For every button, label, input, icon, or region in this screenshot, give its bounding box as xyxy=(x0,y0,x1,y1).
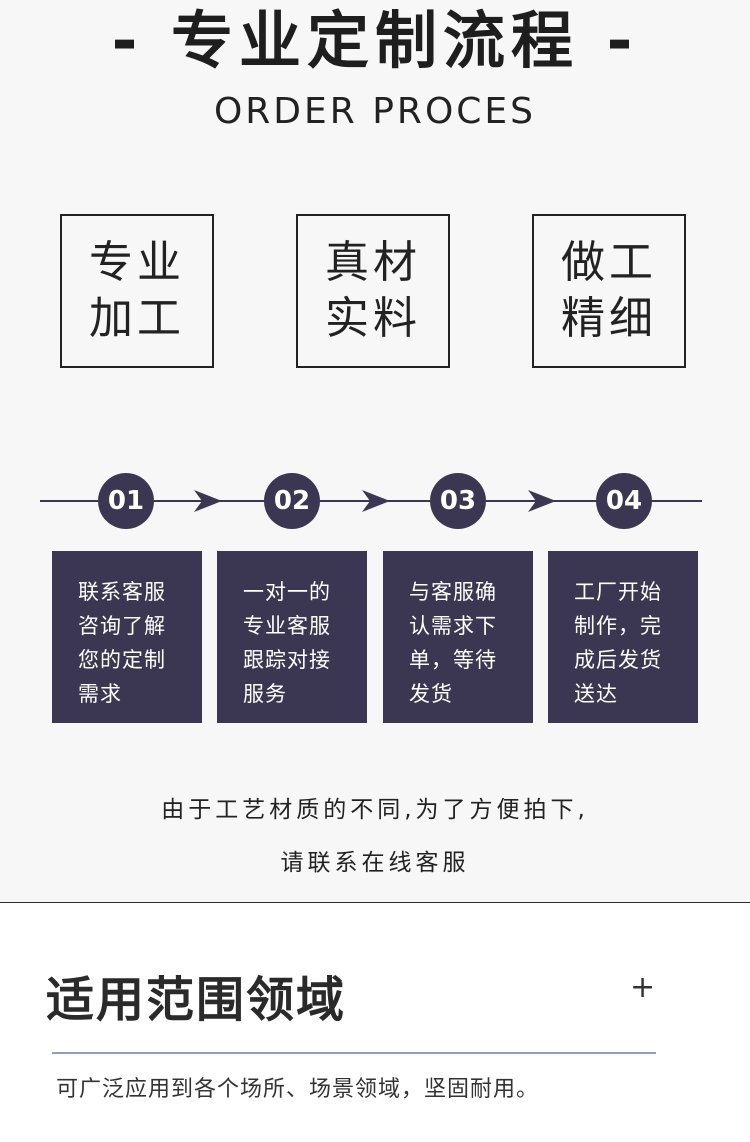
section-description: 可广泛应用到各个场所、场景领域，坚固耐用。 xyxy=(56,1077,540,1102)
section-title: 适用范围领域 xyxy=(46,972,347,1028)
arrow-right-icon xyxy=(362,490,390,512)
feature-line: 加工 xyxy=(89,293,185,344)
step-text: 跟踪对接 xyxy=(243,648,331,672)
step-card-4: 工厂开始 制作，完 成后发货 送达 xyxy=(548,551,698,723)
step-text: 咨询了解 xyxy=(78,614,166,638)
process-panel xyxy=(0,0,750,902)
step-text: 与客服确 xyxy=(409,580,497,604)
step-text: 专业客服 xyxy=(243,614,331,638)
feature-line: 做工 xyxy=(561,237,657,288)
step-text: 服务 xyxy=(243,682,287,706)
step-text: 您的定制 xyxy=(78,648,166,672)
page-subtitle: ORDER PROCES xyxy=(213,91,537,132)
arrow-right-icon xyxy=(194,490,222,512)
feature-box-craftsmanship: 做工 精细 xyxy=(532,214,686,368)
step-text: 认需求下 xyxy=(409,614,497,638)
scope-panel xyxy=(0,902,750,1142)
step-text: 制作，完 xyxy=(574,614,662,638)
step-card-2: 一对一的 专业客服 跟踪对接 服务 xyxy=(217,551,367,723)
expand-plus-icon[interactable]: + xyxy=(630,970,656,1005)
feature-line: 真材 xyxy=(325,237,421,288)
feature-line: 实料 xyxy=(325,293,421,344)
arrow-right-icon xyxy=(528,490,556,512)
step-text: 工厂开始 xyxy=(574,580,662,604)
step-card-1: 联系客服 咨询了解 您的定制 需求 xyxy=(52,551,202,723)
feature-line: 专业 xyxy=(89,237,185,288)
feature-box-materials: 真材 实料 xyxy=(296,214,450,368)
page-title: - 专业定制流程 - xyxy=(111,4,639,77)
feature-box-professional: 专业 加工 xyxy=(60,214,214,368)
note-line-2: 请联系在线客服 xyxy=(280,850,470,876)
step-number-3: 03 xyxy=(430,473,486,529)
feature-line: 精细 xyxy=(561,293,657,344)
step-number-4: 04 xyxy=(596,473,652,529)
step-text: 联系客服 xyxy=(78,580,166,604)
step-text: 单，等待 xyxy=(409,648,497,672)
step-card-3: 与客服确 认需求下 单，等待 发货 xyxy=(383,551,533,723)
step-number-2: 02 xyxy=(264,473,320,529)
step-text: 需求 xyxy=(78,682,122,706)
step-text: 发货 xyxy=(409,682,453,706)
step-text: 送达 xyxy=(574,682,618,706)
step-text: 一对一的 xyxy=(243,580,331,604)
step-text: 成后发货 xyxy=(574,648,662,672)
section-divider xyxy=(52,1052,656,1054)
step-number-1: 01 xyxy=(98,473,154,529)
note-line-1: 由于工艺材质的不同,为了方便拍下, xyxy=(161,797,589,823)
